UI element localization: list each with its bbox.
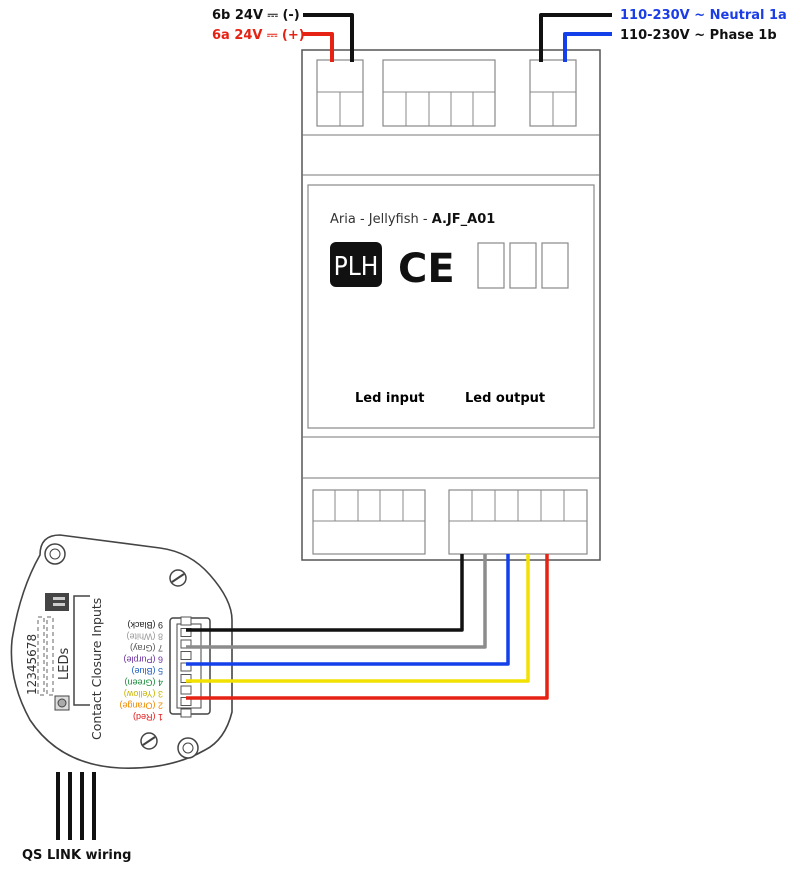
terminal-led-input (312, 489, 426, 555)
label-neutral: 110-230V ~ Neutral 1a (620, 8, 787, 23)
pin-label: 4 (Green) (124, 678, 163, 688)
wire-yellow (186, 554, 530, 683)
pin-label: 5 (Blue) (131, 666, 163, 676)
connector-pin (180, 708, 192, 718)
ce-mark: CE (398, 246, 455, 292)
pin-label: 2 (Orange) (119, 701, 163, 711)
pin-label: 7 (Gray) (130, 643, 163, 653)
wire-black (186, 554, 464, 632)
led-input-label: Led input (355, 391, 424, 406)
pin-label: 9 (Black) (127, 620, 163, 630)
qs-link-wires (56, 772, 96, 840)
wire-24v-neg (303, 13, 354, 62)
qs-link-label: QS LINK wiring (22, 848, 131, 863)
leds-label: LEDs (57, 648, 72, 680)
plh-logo: PLH (330, 242, 382, 287)
wire-24v-pos (303, 32, 334, 62)
wire-red (186, 554, 549, 700)
label-phase: 110-230V ~ Phase 1b (620, 28, 777, 43)
led-indicators (37, 616, 54, 696)
wire-gray (186, 554, 487, 649)
terminal-unused-top (382, 59, 496, 127)
pin-label: 3 (Yellow) (124, 689, 163, 699)
svg-text:Aria - Jellyfish - A.JF_A01: Aria - Jellyfish - A.JF_A01 (330, 212, 495, 227)
terminal-mains (529, 59, 577, 127)
label-24v-pos: 6a 24V ⎓ (+) (212, 28, 305, 43)
pin-label: 1 (Red) (133, 712, 163, 722)
wire-phase (563, 32, 612, 62)
mount-hole-icon (44, 543, 66, 565)
dip-switch-icon (45, 593, 69, 611)
led-output-label: Led output (465, 391, 545, 406)
led-numbers: 12345678 (25, 634, 39, 695)
device-name: Aria - Jellyfish - (330, 212, 432, 227)
terminal-led-output (448, 489, 588, 555)
led-output-wires (186, 554, 549, 700)
terminal-power-24v (316, 59, 364, 127)
device-model: A.JF_A01 (432, 212, 496, 227)
keypad-module: 12345678 LEDs Contact Closure Inputs 9 (… (10, 534, 233, 769)
pin-label: 6 (Purple) (123, 655, 163, 665)
wire-neutral (539, 13, 612, 62)
mount-hole-icon (177, 737, 199, 759)
connector-pin (180, 616, 192, 626)
label-24v-neg: 6b 24V ⎓ (-) (212, 8, 300, 23)
led-controller-device: Aria - Jellyfish - A.JF_A01 PLH CE Led i… (301, 49, 601, 561)
power-wires (303, 13, 612, 62)
svg-text:PLH: PLH (334, 252, 379, 282)
connector-pin (180, 685, 192, 695)
connector-pin (180, 651, 192, 660)
wire-blue (186, 554, 510, 666)
contact-closure-title: Contact Closure Inputs (89, 598, 104, 740)
pin-label: 8 (White) (126, 632, 163, 642)
